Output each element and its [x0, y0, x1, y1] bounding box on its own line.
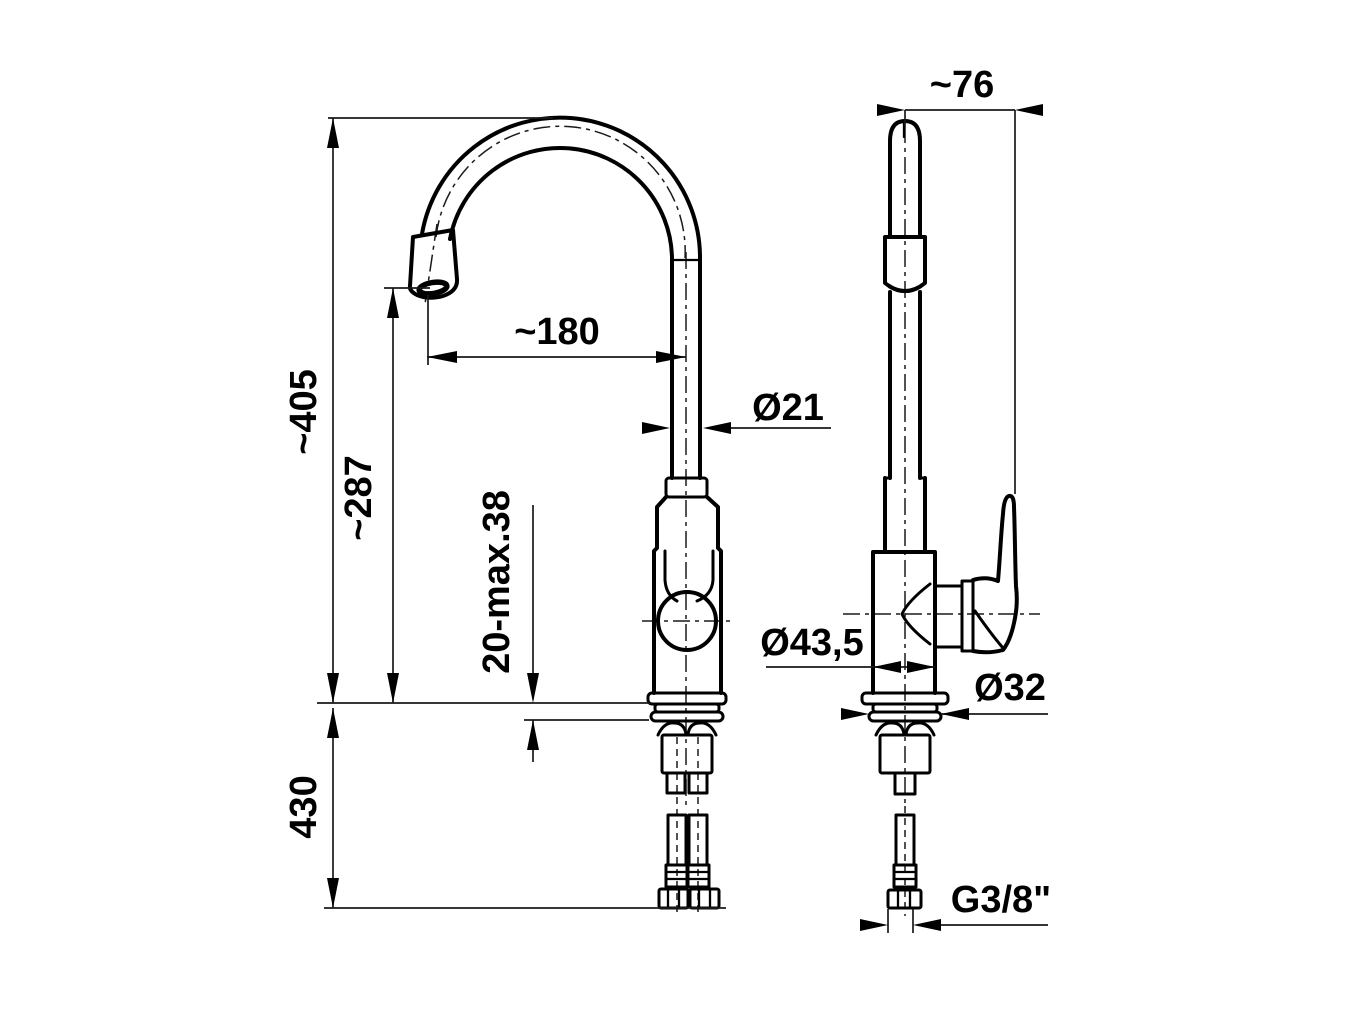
dim-mounting-range: 20-max.38 — [317, 490, 650, 762]
handle-band — [960, 579, 975, 653]
dim-label-32: Ø32 — [974, 667, 1046, 709]
handle-connector — [933, 584, 964, 649]
front-view — [407, 115, 728, 910]
body-inner-left — [663, 549, 679, 603]
crimp-bands — [664, 870, 711, 881]
dim-label-20max38: 20-max.38 — [476, 490, 518, 674]
side-neck — [883, 476, 927, 554]
dim-handle-reach: ~76 — [877, 64, 1043, 494]
hose2-crimp — [685, 863, 711, 889]
spout-arc-centerline — [435, 125, 686, 259]
clamp-nut-domes — [656, 721, 718, 737]
aerator-cap — [407, 228, 460, 300]
spout-inner-edge — [448, 145, 674, 480]
hose1-nut — [657, 887, 690, 910]
swivel-ball-joint — [656, 590, 718, 652]
side-hose-crimp — [892, 863, 918, 889]
body-left-edge — [652, 495, 668, 695]
dim-label-430: 430 — [283, 775, 325, 838]
handle-inner-line — [973, 609, 1005, 650]
spout-collar — [664, 476, 709, 499]
side-shank-tail — [893, 771, 917, 796]
dim-label-405: ~405 — [283, 369, 325, 455]
dim-label-21: Ø21 — [752, 387, 824, 429]
side-clamp-washer — [867, 710, 943, 723]
shank-tail-left — [665, 771, 687, 795]
clamp-washer — [649, 710, 725, 723]
dim-overall-height: ~405 — [283, 117, 553, 703]
dim-spout-tube-diameter: Ø21 — [642, 387, 831, 434]
side-hose-nut — [886, 888, 923, 910]
body-right-edge — [705, 495, 723, 695]
dim-spout-reach: ~180 — [427, 295, 686, 365]
aerator-outlet — [416, 279, 450, 297]
dimensions: ~405 ~287 430 20-max.38 ~180 — [283, 64, 1051, 933]
side-view — [860, 119, 1019, 910]
side-crimp-bands — [892, 870, 918, 881]
side-nut-facets — [896, 888, 912, 910]
shank-tail-right — [687, 771, 709, 795]
dim-label-g38: G3/8" — [951, 879, 1051, 921]
side-body — [871, 550, 937, 695]
aerator-outlet-arc — [887, 285, 923, 294]
dim-hose-length: 430 — [283, 708, 726, 909]
threaded-shank — [660, 733, 714, 775]
dim-shank-diameter: Ø32 — [841, 667, 1048, 720]
dim-outlet-height: ~287 — [338, 287, 430, 703]
dim-label-43-5: Ø43,5 — [760, 622, 864, 664]
valve-cone — [900, 582, 932, 646]
side-clamp-nut-domes — [874, 721, 936, 737]
nut-facets — [666, 887, 712, 910]
side-spout-tube — [888, 290, 922, 480]
spout-outer-edge — [420, 115, 703, 480]
base-flange — [646, 691, 728, 706]
body-inner-right — [695, 549, 715, 603]
dim-label-76: ~76 — [930, 64, 994, 106]
dim-label-180: ~180 — [514, 311, 600, 353]
dim-body-diameter: Ø43,5 — [760, 622, 935, 673]
handle-lever — [971, 493, 1019, 655]
dim-thread: G3/8" — [860, 879, 1051, 933]
dim-label-287: ~287 — [338, 455, 380, 541]
hose2-nut — [688, 887, 721, 910]
